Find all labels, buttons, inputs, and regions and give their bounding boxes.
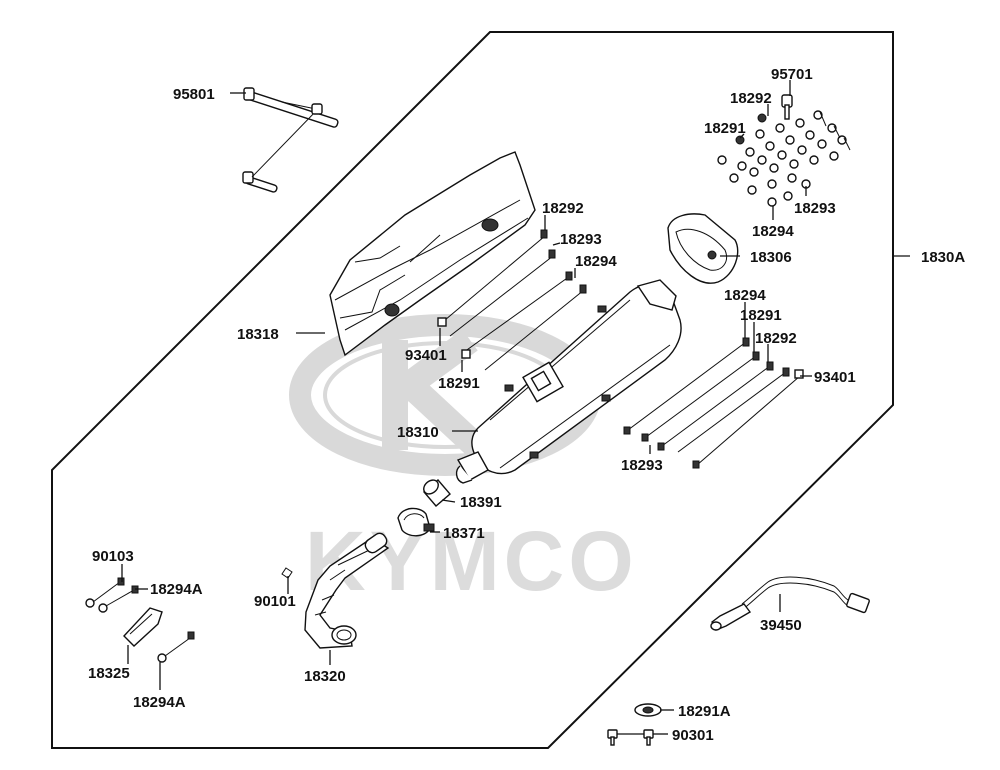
washer-18291A: [634, 703, 662, 717]
label-18293-upper: 18293: [560, 231, 602, 248]
label-18293-hardware: 18293: [794, 200, 836, 217]
label-18320: 18320: [304, 668, 346, 685]
bracket-parts-left: [85, 577, 195, 663]
clip-90101: [281, 567, 293, 579]
label-90103: 90103: [92, 548, 134, 565]
label-18291A: 18291A: [678, 703, 731, 720]
exhaust-pipe-18320: [304, 532, 390, 649]
label-93401-right: 93401: [814, 369, 856, 386]
label-18371: 18371: [443, 525, 485, 542]
label-18291-hardware: 18291: [704, 120, 746, 137]
part-labels: 95801 95701 18292 18291 18293 18294 1830…: [88, 66, 965, 744]
bolt-95801-parts: [242, 87, 339, 193]
clamp-18371: [397, 507, 435, 537]
label-18318: 18318: [237, 326, 279, 343]
right-rod-set: [623, 337, 804, 469]
label-18292-hardware: 18292: [730, 90, 772, 107]
label-18292-upper: 18292: [542, 200, 584, 217]
gasket-18391: [423, 479, 451, 507]
end-cap-18306: [667, 213, 739, 284]
label-18310: 18310: [397, 424, 439, 441]
kit-boundary-frame: [51, 31, 894, 749]
label-1830A: 1830A: [921, 249, 965, 266]
label-18306: 18306: [750, 249, 792, 266]
label-18294-right: 18294: [724, 287, 766, 304]
leader-lines: [121, 80, 910, 735]
label-39450: 39450: [760, 617, 802, 634]
hardware-grid-parts: [717, 94, 851, 207]
label-18294-upper: 18294: [575, 253, 617, 270]
label-18294-hardware: 18294: [752, 223, 794, 240]
label-18292-right: 18292: [755, 330, 797, 347]
label-90301: 90301: [672, 727, 714, 744]
label-18294A-upper: 18294A: [150, 581, 203, 598]
bolts-90301: [607, 729, 654, 746]
label-93401-upper: 93401: [405, 347, 447, 364]
label-18293-right: 18293: [621, 457, 663, 474]
label-18291-right: 18291: [740, 307, 782, 324]
label-90101: 90101: [254, 593, 296, 610]
o2-sensor-39450: [710, 576, 870, 631]
label-18391: 18391: [460, 494, 502, 511]
label-95801: 95801: [173, 86, 215, 103]
label-18291-upper: 18291: [438, 375, 480, 392]
upper-rod-set: [437, 229, 587, 371]
muffler-18310: [455, 279, 682, 484]
label-95701: 95701: [771, 66, 813, 83]
heat-shield-18318: [329, 151, 536, 357]
label-18294A-lower: 18294A: [133, 694, 186, 711]
label-18325: 18325: [88, 665, 130, 682]
